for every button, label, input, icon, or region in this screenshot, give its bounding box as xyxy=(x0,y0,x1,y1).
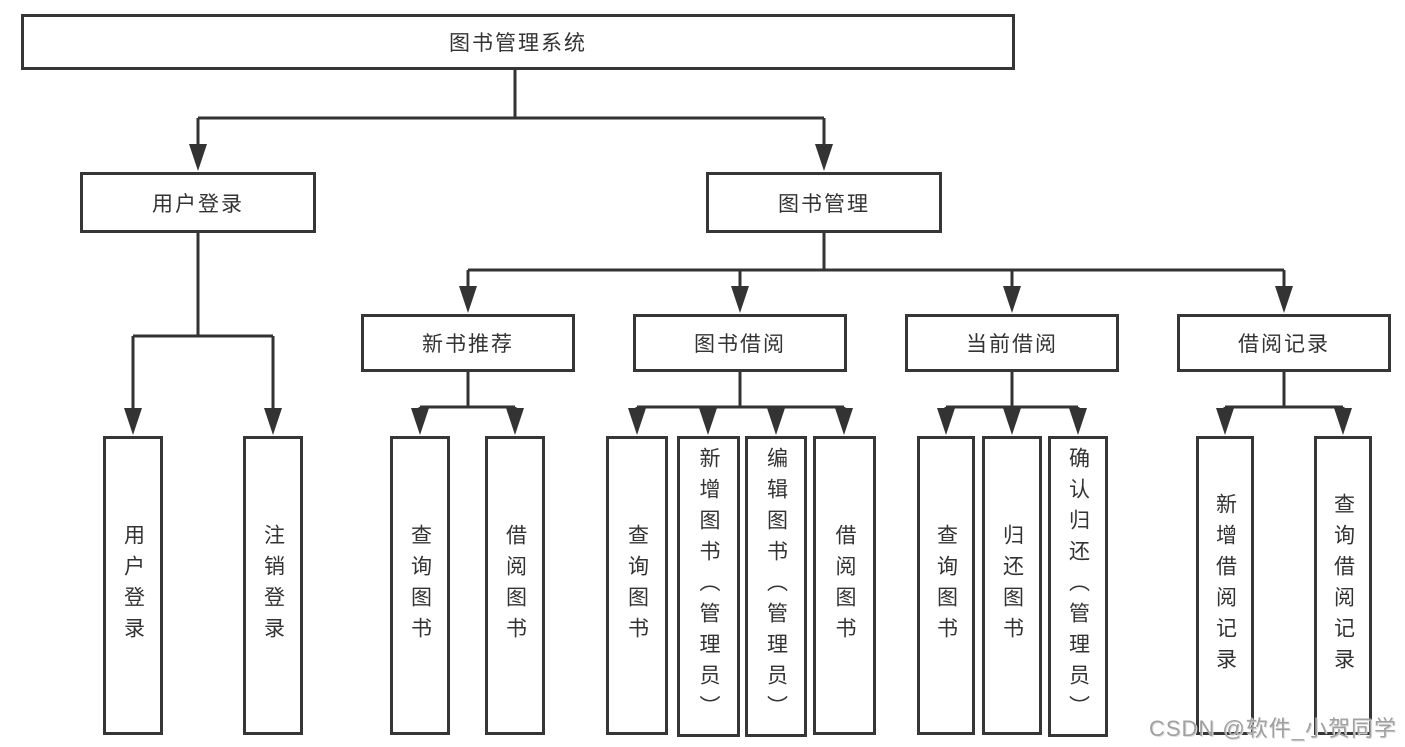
arrowhead xyxy=(937,408,955,435)
arrowhead xyxy=(124,408,142,435)
node-borrow-records: 借阅记录 xyxy=(1177,314,1391,372)
leaf-borrow-query-books: 查询图书 xyxy=(606,436,668,735)
arrowhead xyxy=(731,286,749,313)
arrowhead xyxy=(1003,286,1021,313)
node-book-management: 图书管理 xyxy=(706,172,942,233)
leaf-recommend-query-books: 查询图书 xyxy=(390,436,450,735)
node-book-borrow: 图书借阅 xyxy=(633,314,847,372)
arrowhead xyxy=(1069,408,1087,435)
arrowhead xyxy=(506,408,524,435)
leaf-records-query-record: 查询借阅记录 xyxy=(1314,436,1372,735)
arrowhead xyxy=(835,408,853,435)
arrowhead xyxy=(411,408,429,435)
leaf-current-query-books: 查询图书 xyxy=(917,436,975,735)
arrowhead xyxy=(1334,408,1352,435)
arrowhead xyxy=(815,144,833,171)
arrowhead xyxy=(264,408,282,435)
leaf-current-confirm-return-admin: 确认归还（管理员） xyxy=(1048,436,1108,737)
arrowhead xyxy=(1275,286,1293,313)
node-user-login: 用户登录 xyxy=(80,172,316,233)
arrowhead xyxy=(1003,408,1021,435)
arrowhead xyxy=(628,408,646,435)
leaf-user-login: 用户登录 xyxy=(103,436,163,735)
leaf-logout: 注销登录 xyxy=(243,436,303,735)
arrowhead xyxy=(1216,408,1234,435)
node-current-borrow: 当前借阅 xyxy=(905,314,1119,372)
csdn-watermark: CSDN @软件_小贺同学 xyxy=(1148,716,1397,741)
arrowhead xyxy=(699,408,717,435)
arrowhead xyxy=(189,144,207,171)
leaf-borrow-add-books-admin: 新增图书（管理员） xyxy=(677,436,740,737)
leaf-borrow-edit-books-admin: 编辑图书（管理员） xyxy=(745,436,807,737)
leaf-records-add-record: 新增借阅记录 xyxy=(1196,436,1254,735)
arrowhead xyxy=(767,408,785,435)
node-new-book-recommend: 新书推荐 xyxy=(361,314,575,372)
leaf-recommend-borrow-books: 借阅图书 xyxy=(485,436,545,735)
leaf-current-return-books: 归还图书 xyxy=(982,436,1042,735)
node-library-management-system: 图书管理系统 xyxy=(21,14,1015,70)
leaf-borrow-borrow-books: 借阅图书 xyxy=(813,436,876,735)
arrowhead xyxy=(459,286,477,313)
